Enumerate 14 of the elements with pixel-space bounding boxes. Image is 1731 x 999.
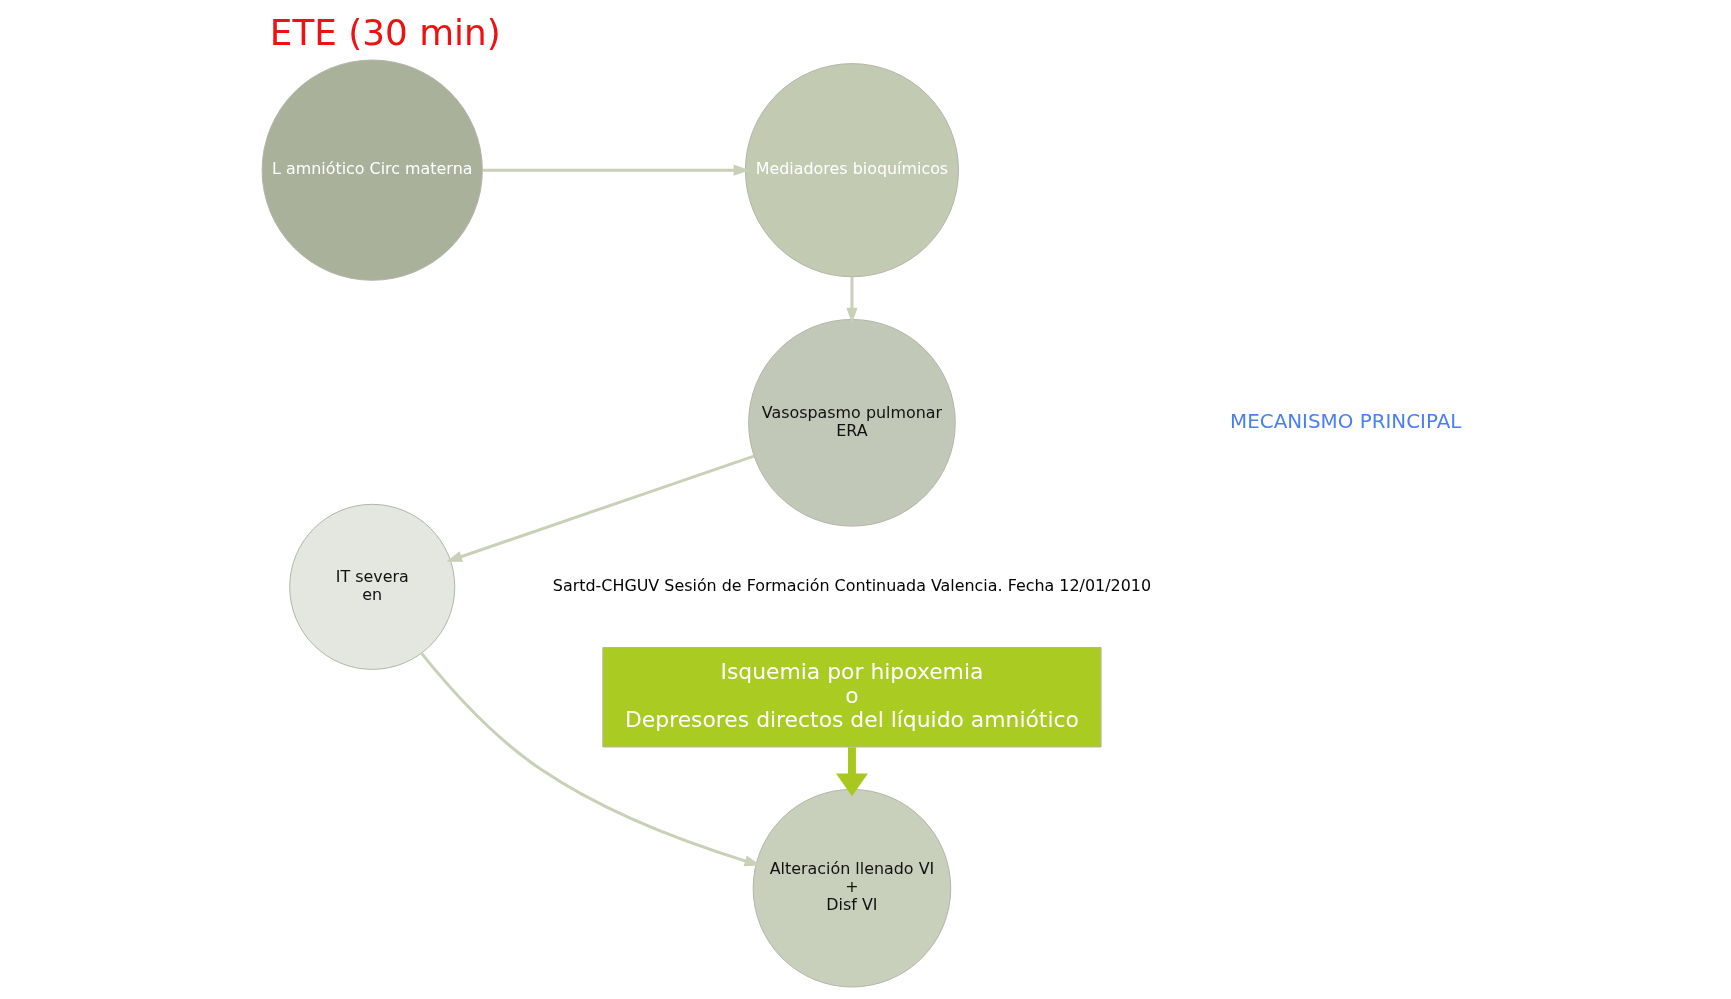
caption: Sartd-CHGUV Sesión de Formación Continuada Valencia. Fecha 12/01/2010 bbox=[552, 575, 1151, 595]
node-circle: Mediadores bioquímicos bbox=[744, 63, 959, 278]
diagram-title: ETE (30 min) bbox=[269, 11, 501, 53]
arrow bbox=[445, 454, 754, 562]
arrow bbox=[835, 747, 868, 797]
node-circle: IT severa en bbox=[288, 503, 455, 670]
label: MECANISMO PRINCIPAL bbox=[1229, 409, 1461, 433]
arrow bbox=[419, 652, 760, 867]
node-circle: Vasospasmo pulmonar ERA bbox=[747, 318, 956, 527]
node-circle: Alteración llenado VI + Disf VI bbox=[752, 788, 951, 988]
arrow bbox=[845, 276, 858, 324]
node-circle: L amniótico Circ materna bbox=[261, 59, 483, 281]
node-box: Isquemia por hipoxemia o Depresores directos del líquido amniótico bbox=[601, 647, 1102, 748]
arrow bbox=[482, 164, 749, 176]
